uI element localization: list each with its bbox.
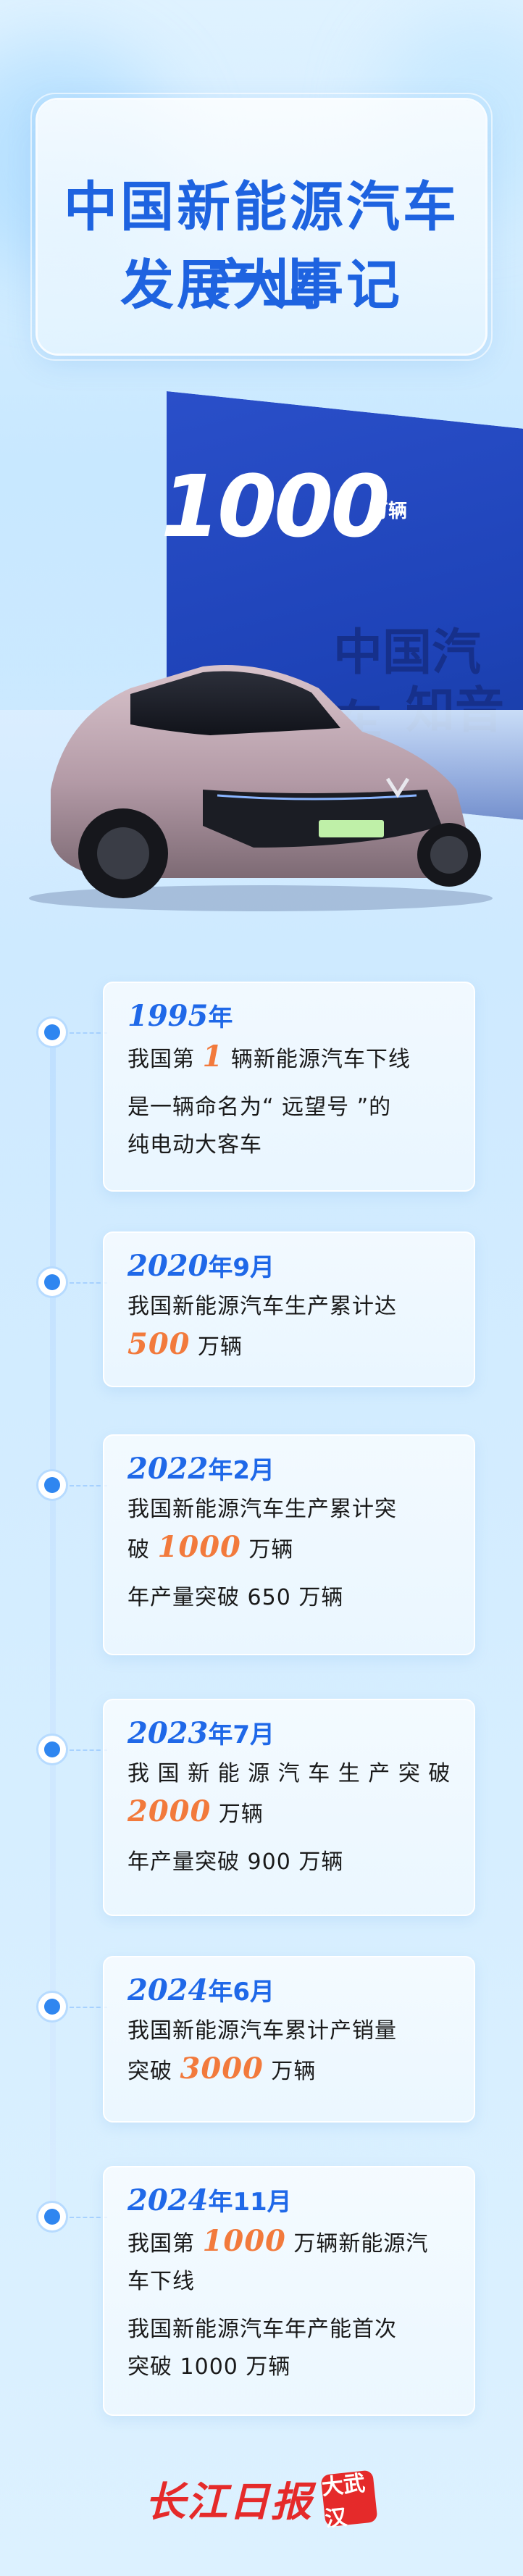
timeline-text-line: 年产量突破 900 万辆	[127, 1849, 344, 1875]
page-title-line-1: 中国新能源汽车产业	[64, 176, 459, 316]
date-year: 2023	[127, 1716, 209, 1750]
timeline-card: 2023年7月我 国 新 能 源 汽 车 生 产 突 破 2000 万辆年产量突破…	[103, 1699, 475, 1916]
text-segment: 万辆	[263, 2059, 317, 2084]
logo-text: 长江日报	[145, 2477, 313, 2526]
timeline-date: 1995年	[127, 996, 455, 1038]
text-segment: 突破	[127, 2059, 180, 2084]
timeline-date: 2024年11月	[127, 2180, 455, 2222]
timeline-connector	[70, 1749, 107, 1751]
timeline-text-line: 500 万辆	[127, 1326, 455, 1366]
timeline-text-line: 我国新能源汽车累计产销量	[127, 2018, 397, 2044]
text-segment: 万辆	[240, 1537, 294, 1563]
timeline-text-line: 我 国 新 能 源 汽 车 生 产 突 破	[127, 1761, 451, 1786]
logo-seal: 大武汉	[320, 2470, 378, 2533]
page-title-line-2: 发展大事记	[120, 254, 403, 317]
highlight-number: 1000	[157, 1530, 241, 1564]
timeline-dot	[36, 1991, 68, 2023]
title-card: 中国新能源汽车产业 发展大事记	[30, 93, 493, 361]
timeline-date: 2022年2月	[127, 1449, 455, 1491]
timeline-text-line: 我国新能源汽车年产能首次	[127, 2317, 397, 2342]
date-year: 2024	[127, 2183, 209, 2217]
timeline-connector	[70, 2007, 107, 2008]
highlight-number: 1000	[202, 2224, 286, 2258]
timeline-date: 2023年7月	[127, 1713, 455, 1755]
date-suffix: 年2月	[208, 1456, 275, 1485]
timeline-text-line: 是一辆命名为“ 远望号 ”的	[127, 1095, 392, 1120]
text-segment: 我国第	[127, 2231, 203, 2257]
timeline-dot	[36, 1734, 68, 1765]
hero-figure: 1000	[161, 456, 390, 556]
timeline-line	[50, 1021, 56, 2209]
text-segment: 万辆	[211, 1802, 264, 1827]
date-suffix: 年	[208, 1003, 233, 1032]
timeline-text-line: 我国第 1 辆新能源汽车下线	[127, 1038, 455, 1079]
date-suffix: 年6月	[208, 1978, 275, 2007]
timeline-text-line: 我国第 1000 万辆新能源汽	[127, 2222, 455, 2263]
footer-logo: 长江日报 大武汉	[145, 2466, 378, 2533]
hero-unit: 万辆	[369, 501, 408, 522]
highlight-number: 2000	[127, 1794, 212, 1828]
timeline-connector	[70, 1282, 107, 1284]
timeline-card: 2022年2月我国新能源汽车生产累计突破 1000 万辆年产量突破 650 万辆	[103, 1434, 475, 1655]
date-year: 1995	[127, 999, 209, 1033]
date-suffix: 年9月	[208, 1253, 275, 1282]
timeline-text-line: 年产量突破 650 万辆	[127, 1585, 344, 1610]
timeline-card: 2024年6月我国新能源汽车累计产销量突破 3000 万辆	[103, 1956, 475, 2123]
highlight-number: 1	[202, 1040, 224, 1074]
date-year: 2022	[127, 1452, 209, 1486]
timeline-text-line: 2000 万辆	[127, 1793, 455, 1833]
timeline-dot	[36, 1266, 68, 1298]
date-suffix: 年11月	[208, 2188, 292, 2217]
highlight-number: 500	[127, 1327, 191, 1361]
timeline-text-line: 我国新能源汽车生产累计突	[127, 1497, 397, 1522]
timeline-text-line: 突破 1000 万辆	[127, 2354, 291, 2380]
timeline-card: 2024年11月我国第 1000 万辆新能源汽车下线我国新能源汽车年产能首次突破…	[103, 2166, 475, 2416]
car-image	[29, 665, 493, 911]
timeline-date: 2024年6月	[127, 1970, 455, 2012]
timeline-date: 2020年9月	[127, 1246, 455, 1288]
text-segment: 万辆	[190, 1334, 243, 1360]
date-suffix: 年7月	[208, 1720, 275, 1749]
timeline-card: 2020年9月我国新能源汽车生产累计达 500 万辆	[103, 1231, 475, 1387]
timeline-connector	[70, 2217, 107, 2218]
hero-photo: 1000 万辆 中国汽车 知音	[0, 391, 523, 942]
timeline-text-line: 纯电动大客车	[127, 1132, 262, 1158]
text-segment: 万辆新能源汽	[285, 2231, 429, 2257]
highlight-number: 3000	[180, 2052, 264, 2086]
text-segment: 辆新能源汽车下线	[223, 1047, 411, 1072]
text-segment: 破	[127, 1537, 158, 1563]
timeline-dot	[36, 2201, 68, 2233]
timeline-card: 1995年我国第 1 辆新能源汽车下线是一辆命名为“ 远望号 ”的纯电动大客车	[103, 982, 475, 1192]
date-year: 2024	[127, 1973, 209, 2007]
timeline-dot	[36, 1016, 68, 1048]
timeline-dot	[36, 1469, 68, 1501]
text-segment: 我国第	[127, 1047, 203, 1072]
timeline-text-line: 突破 3000 万辆	[127, 2050, 455, 2091]
timeline-text-line: 我国新能源汽车生产累计达	[127, 1294, 397, 1319]
timeline-connector	[70, 1485, 107, 1486]
timeline-text-line: 车下线	[127, 2269, 195, 2294]
timeline-text-line: 破 1000 万辆	[127, 1529, 455, 1569]
date-year: 2020	[127, 1249, 209, 1283]
timeline-connector	[70, 1032, 107, 1034]
